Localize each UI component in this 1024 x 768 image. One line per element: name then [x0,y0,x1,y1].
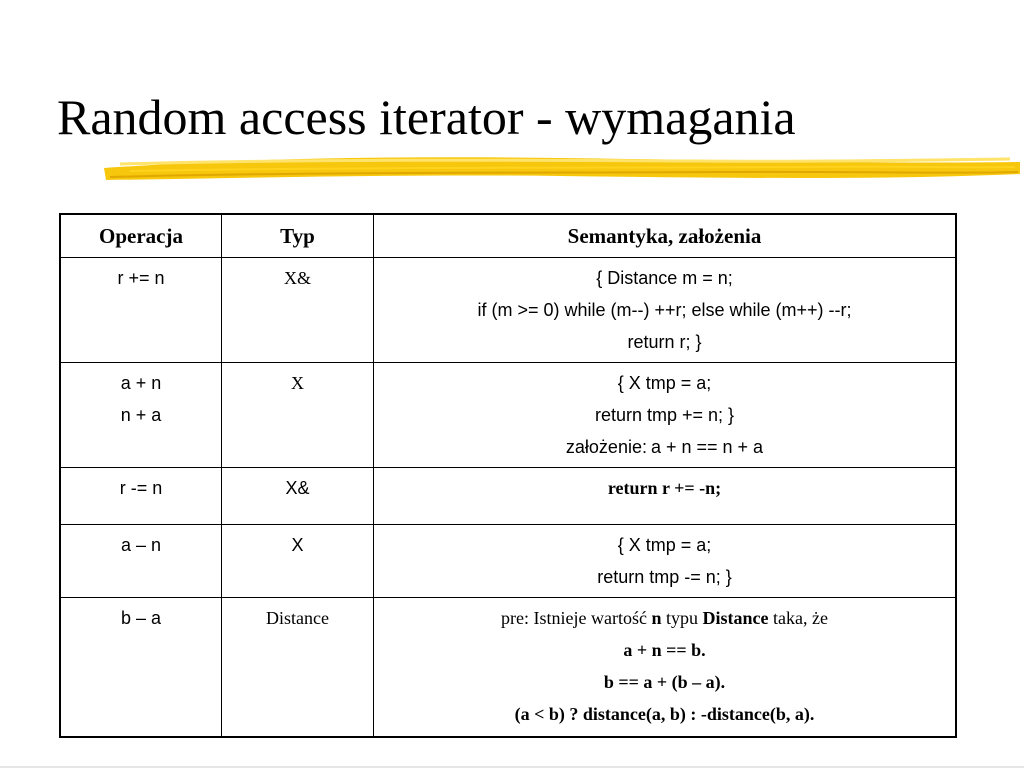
pre-mid: typu [661,608,703,628]
semantics-line: return tmp -= n; } [597,567,732,587]
slide-title: Random access iterator - wymagania [57,89,796,145]
semantics-line: return tmp += n; } [594,405,735,425]
assumption-code: a + n == n + a [650,437,764,457]
pre-distance: Distance [702,608,769,628]
pre-suffix: taka, że [768,608,828,628]
assumption-label: założenie: [565,437,647,457]
semantics-line: if (m >= 0) while (m--) ++r; else while … [477,300,852,320]
table-row: r -= n X& return r += -n; [59,467,957,525]
operation-text: r += n [117,268,165,288]
type-cell: X& [221,257,374,363]
operation-text: a – n [120,535,162,555]
pre-n: n [651,608,662,628]
type-text: X& [284,268,311,288]
operation-text: b – a [120,608,162,628]
operation-text: r -= n [119,478,163,498]
operation-cell: b – a [59,597,222,738]
operation-cell: r -= n [59,467,222,525]
type-cell: X [221,362,374,468]
semantics-line: return r += -n; [607,478,722,498]
precondition-line: pre: Istnieje wartość n typu Distance ta… [374,602,955,634]
semantics-cell: return r += -n; [373,467,957,525]
semantics-line: { X tmp = a; [617,535,712,555]
semantics-cell: { X tmp = a; return tmp += n; } założeni… [373,362,957,468]
type-cell: X [221,524,374,598]
semantics-line: b == a + (b – a). [603,672,726,692]
operation-cell: a – n [59,524,222,598]
operation-text: a + n [120,373,162,393]
semantics-line: a + n == b. [623,640,706,660]
semantics-line: (a < b) ? distance(a, b) : -distance(b, … [514,704,815,724]
type-text: X [291,373,304,393]
type-text: X [291,535,304,555]
header-operation: Operacja [59,213,222,258]
semantics-line: { X tmp = a; [617,373,712,393]
type-text: X& [285,478,310,498]
table-row: r += n X& { Distance m = n; if (m >= 0) … [59,257,957,363]
semantics-cell: { Distance m = n; if (m >= 0) while (m--… [373,257,957,363]
type-cell: Distance [221,597,374,738]
highlighter-stroke-decoration [104,157,1020,180]
header-semantics: Semantyka, założenia [373,213,957,258]
requirements-table: Operacja Typ Semantyka, założenia r += n… [59,213,957,738]
operation-cell: r += n [59,257,222,363]
pre-prefix: pre: Istnieje wartość [501,608,652,628]
header-type: Typ [221,213,374,258]
type-cell: X& [221,467,374,525]
operation-cell: a + n n + a [59,362,222,468]
semantics-line: return r; } [627,332,702,352]
slide-bottom-edge [0,766,1024,768]
semantics-cell: pre: Istnieje wartość n typu Distance ta… [373,597,957,738]
table-row: a + n n + a X { X tmp = a; return tmp +=… [59,362,957,468]
semantics-line: { Distance m = n; [596,268,733,288]
semantics-cell: { X tmp = a; return tmp -= n; } [373,524,957,598]
type-text: Distance [266,608,329,628]
table-row: a – n X { X tmp = a; return tmp -= n; } [59,524,957,598]
assumption-line: założenie: a + n == n + a [374,431,955,463]
table-header-row: Operacja Typ Semantyka, założenia [59,213,957,258]
table-row: b – a Distance pre: Istnieje wartość n t… [59,597,957,738]
operation-text: n + a [120,405,162,425]
